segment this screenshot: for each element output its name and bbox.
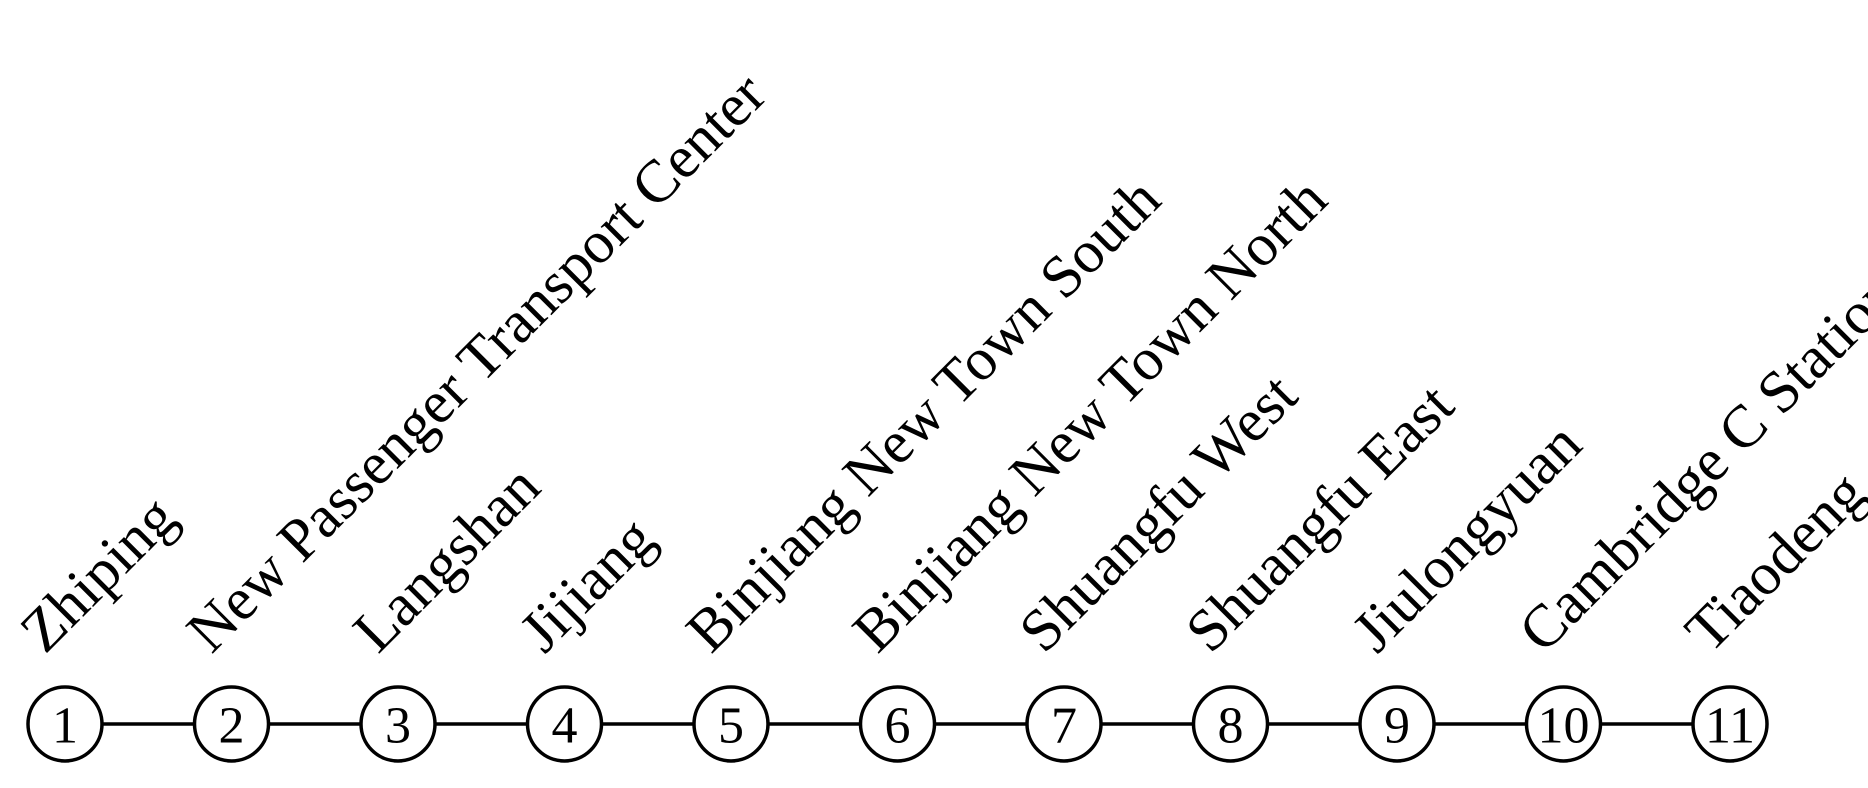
station-node: 10 (1524, 685, 1603, 763)
station-number: 3 (385, 698, 411, 755)
station-number: 4 (552, 698, 578, 755)
station-number: 10 (1538, 698, 1590, 755)
station-circle (1025, 685, 1103, 763)
station-circle (359, 685, 437, 763)
station-number: 7 (1051, 698, 1077, 755)
station-name-label: Jijiang (507, 504, 667, 664)
station-list: 1 2 3 4 5 6 7 8 9 10 11 (26, 685, 1769, 763)
station-number: 11 (1705, 698, 1755, 755)
station-circle (1191, 685, 1270, 763)
station-node: 8 (1191, 685, 1270, 763)
station-number: 5 (718, 698, 744, 755)
station-node: 2 (192, 685, 271, 763)
station-circle (192, 685, 271, 763)
station-node: 4 (525, 685, 604, 763)
station-node: 9 (1358, 685, 1436, 763)
station-circle (1358, 685, 1436, 763)
station-name-label: Zhiping (8, 483, 189, 664)
station-node: 7 (1025, 685, 1103, 763)
station-circle (858, 685, 937, 763)
station-node: 5 (692, 685, 770, 763)
station-number: 9 (1384, 698, 1410, 755)
station-circle (525, 685, 604, 763)
station-node: 1 (26, 685, 104, 763)
station-circle (26, 685, 104, 763)
station-node: 11 (1691, 685, 1769, 763)
station-circle (1524, 685, 1603, 763)
station-number: 8 (1218, 698, 1244, 755)
station-circle (1691, 685, 1769, 763)
station-number: 1 (52, 698, 78, 755)
station-node: 3 (359, 685, 437, 763)
station-number: 6 (885, 698, 911, 755)
station-circle (692, 685, 770, 763)
station-node: 6 (858, 685, 937, 763)
station-number: 2 (219, 698, 245, 755)
